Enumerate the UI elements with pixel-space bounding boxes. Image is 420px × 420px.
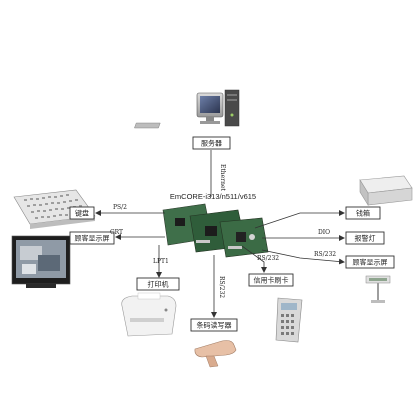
rs232-card-label: RS/232 — [257, 255, 279, 262]
printer-label: 打印机 — [148, 280, 169, 289]
embedded-board-image — [162, 203, 269, 258]
rs232-card-line — [241, 245, 267, 273]
barcode-reader-node — [190, 318, 238, 332]
customer-display-right-label: 顾客显示屏 — [353, 258, 388, 267]
alarm-light-node — [345, 231, 385, 245]
server-node — [192, 136, 231, 150]
customer-display-left-node — [69, 231, 115, 245]
cash-drawer-image — [359, 175, 413, 207]
customer-display-right-node — [345, 255, 395, 269]
card-reader-image — [275, 297, 303, 343]
crt-monitor-image — [11, 235, 71, 288]
barcode-scanner-image — [194, 340, 237, 368]
keyboard-node — [69, 206, 95, 220]
card-reader-node — [248, 273, 294, 287]
server-label: 服务器 — [201, 139, 222, 148]
ps2-label: PS/2 — [113, 204, 127, 211]
printer-node — [136, 277, 180, 291]
card-reader-label: 信用卡刷卡 — [254, 276, 289, 285]
board-title: EmCORE-i313/n511/v615 — [170, 192, 256, 201]
rs232-display-label: RS/232 — [314, 251, 336, 258]
lpt1-label: LPT1 — [153, 258, 169, 265]
cash-drawer-label: 钱箱 — [356, 209, 370, 218]
crt-label: CRT — [110, 229, 123, 236]
dio-label: DIO — [318, 229, 330, 236]
cash-drawer-line — [254, 210, 345, 229]
barcode-reader-label: 条码读写器 — [197, 321, 232, 330]
rs232-display-line — [261, 249, 345, 265]
server-computer-image — [134, 89, 240, 129]
pole-display-image — [365, 275, 391, 303]
printer-image — [121, 292, 177, 337]
ethernet-label: Ethernet — [219, 164, 226, 191]
alarm-light-label: 报警灯 — [355, 234, 376, 243]
customer-display-left-label: 顾客显示屏 — [75, 234, 110, 243]
cash-drawer-node — [345, 206, 381, 220]
keyboard-label: 键盘 — [75, 209, 89, 218]
rs232-barcode-label: RS/232 — [218, 276, 225, 298]
